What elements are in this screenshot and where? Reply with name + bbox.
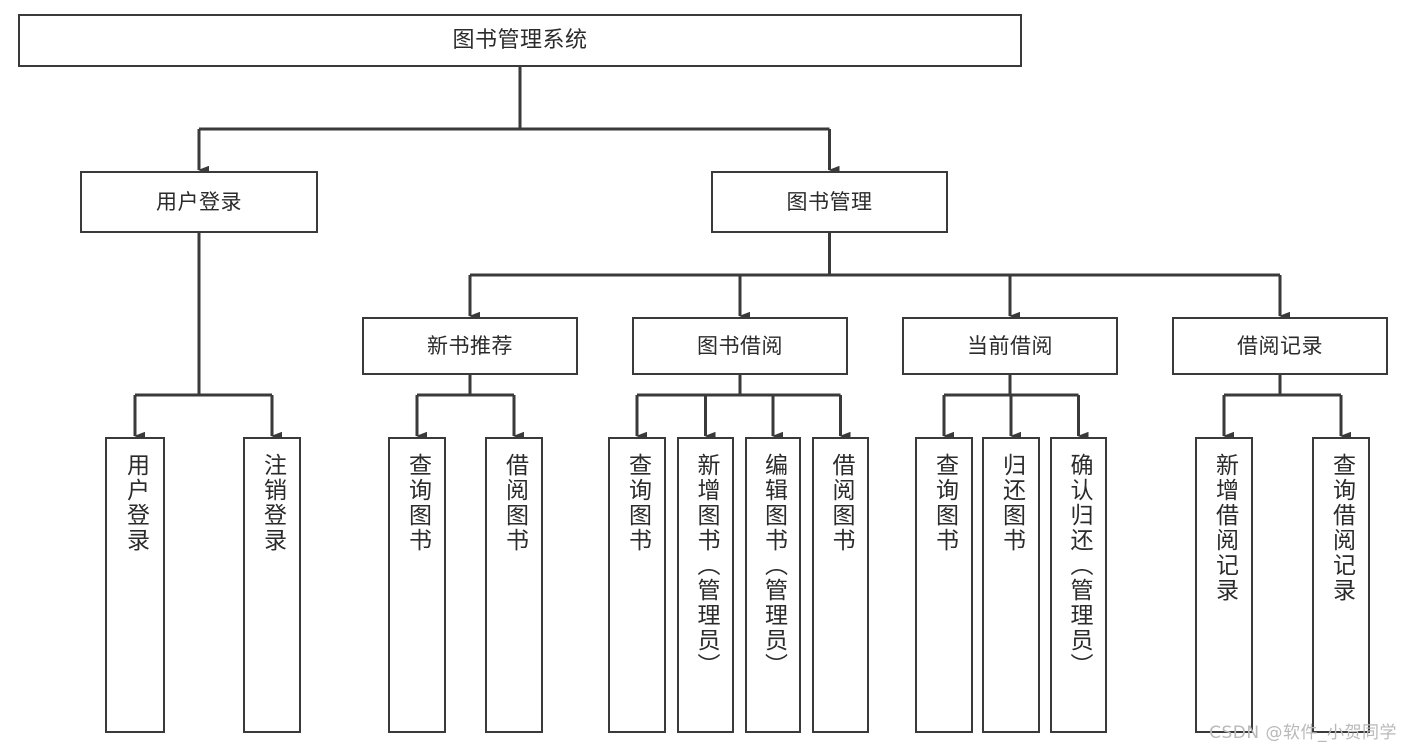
node-label: 归还图书	[998, 453, 1025, 553]
node-borrow-record[interactable]: 借阅记录	[1172, 317, 1388, 375]
watermark: CSDN @软件_小贺同学	[1209, 723, 1397, 743]
node-leaf-confirm-return[interactable]: 确认归还（管理员）	[1050, 437, 1107, 733]
node-leaf-borrow-book-2[interactable]: 借阅图书	[812, 437, 869, 733]
node-label: 借阅图书	[828, 453, 854, 553]
node-label: 借阅记录	[1237, 333, 1323, 358]
node-label: 新增图书（管理员）	[693, 453, 719, 678]
node-user-login[interactable]: 用户登录	[80, 171, 318, 233]
node-label: 查询图书	[931, 453, 958, 553]
node-label: 当前借阅	[967, 333, 1053, 358]
node-label: 确认归还（管理员）	[1066, 453, 1092, 678]
node-current-borrow[interactable]: 当前借阅	[902, 317, 1118, 375]
node-root[interactable]: 图书管理系统	[18, 14, 1022, 67]
node-label: 图书管理	[786, 189, 873, 214]
node-leaf-add-record[interactable]: 新增借阅记录	[1195, 437, 1253, 733]
node-new-book-rec[interactable]: 新书推荐	[362, 317, 578, 375]
node-label: 借阅图书	[501, 453, 528, 553]
node-label: 查询图书	[404, 453, 431, 553]
node-label: 查询图书	[624, 453, 651, 553]
node-leaf-query-book-1[interactable]: 查询图书	[388, 437, 446, 733]
node-leaf-add-book[interactable]: 新增图书（管理员）	[677, 437, 734, 733]
node-label: 用户登录	[156, 189, 242, 214]
node-label: 注销登录	[259, 453, 286, 553]
node-label: 新增借阅记录	[1211, 453, 1238, 603]
node-book-borrow[interactable]: 图书借阅	[632, 317, 848, 375]
node-label: 图书借阅	[697, 333, 783, 358]
node-leaf-query-book-2[interactable]: 查询图书	[608, 437, 666, 733]
node-leaf-borrow-book-1[interactable]: 借阅图书	[485, 437, 543, 733]
node-leaf-logout[interactable]: 注销登录	[243, 437, 301, 733]
node-label: 查询借阅记录	[1328, 453, 1355, 603]
node-leaf-edit-book[interactable]: 编辑图书（管理员）	[745, 437, 801, 733]
node-label: 新书推荐	[427, 333, 513, 358]
node-leaf-return-book[interactable]: 归还图书	[982, 437, 1040, 733]
node-label: 用户登录	[122, 453, 149, 553]
node-leaf-user-login[interactable]: 用户登录	[105, 437, 165, 733]
node-book-manage[interactable]: 图书管理	[711, 171, 948, 233]
node-label: 图书管理系统	[452, 27, 588, 53]
node-leaf-query-book-3[interactable]: 查询图书	[915, 437, 973, 733]
node-label: 编辑图书（管理员）	[760, 453, 787, 678]
node-leaf-query-record[interactable]: 查询借阅记录	[1312, 437, 1370, 733]
